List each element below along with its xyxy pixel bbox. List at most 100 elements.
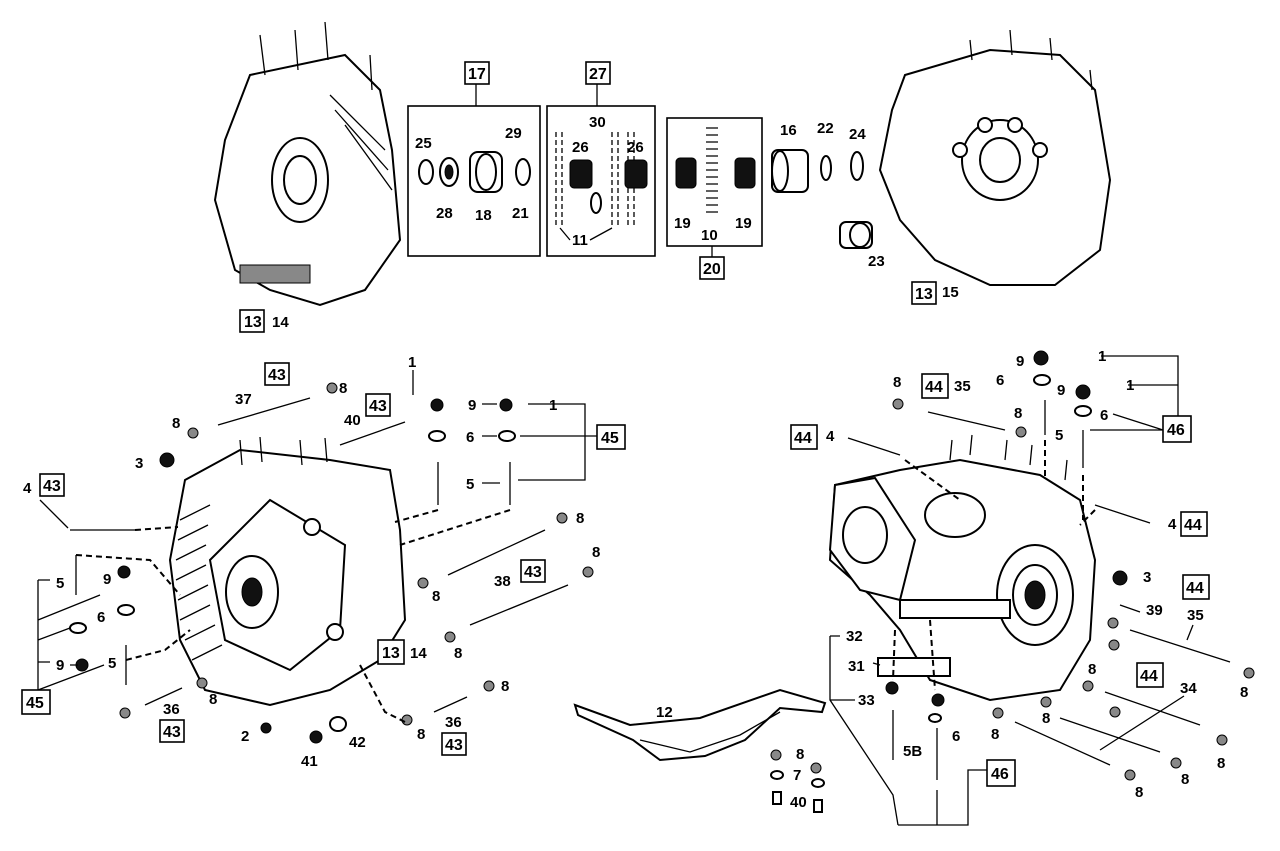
callout-8-right: 8 (893, 374, 901, 391)
callout-43-right: 43 (524, 564, 542, 581)
callout-8-right-4: 8 (1042, 710, 1050, 727)
callout-box-20: 20 (703, 261, 721, 278)
callout-8-c: 8 (592, 544, 600, 561)
callout-12: 12 (656, 704, 673, 721)
callout-22: 22 (817, 120, 834, 137)
callout-8-right-2: 8 (1014, 405, 1022, 422)
callout-box-46-bottom (986, 759, 1016, 787)
callout-28: 28 (436, 205, 453, 222)
callout-box-44-a (921, 373, 949, 399)
callout-4-right: 4 (826, 428, 835, 445)
callout-43-bottom-left: 43 (163, 724, 181, 741)
callout-18: 18 (475, 207, 492, 224)
callout-30: 30 (589, 114, 606, 131)
right-hardware (847, 350, 1255, 781)
callout-6-right-2: 6 (1100, 407, 1108, 424)
callout-16: 16 (780, 122, 797, 139)
crankcase-half-top-left (213, 21, 402, 307)
callout-33: 33 (858, 692, 875, 709)
callout-31: 31 (848, 658, 865, 675)
callout-1-left-b: 1 (549, 397, 557, 414)
callout-14-top: 14 (272, 314, 289, 331)
callout-9-l2: 9 (103, 571, 111, 588)
callout-7: 7 (793, 767, 801, 784)
callout-box-44-e (1136, 662, 1164, 688)
callout-5-left: 5 (466, 476, 474, 493)
callout-6-right-3: 6 (952, 728, 960, 745)
callout-42: 42 (349, 734, 366, 751)
callout-box-44-c (1180, 511, 1208, 537)
callout-5-l2: 5 (56, 575, 64, 592)
callout-box-44-d (1182, 574, 1210, 600)
callout-9-right-2: 9 (1057, 382, 1065, 399)
callout-9-left: 9 (468, 397, 476, 414)
callout-8-right-3: 8 (991, 726, 999, 743)
callout-9-right: 9 (1016, 353, 1024, 370)
callout-45-top: 45 (601, 430, 619, 447)
callout-8-right-8: 8 (1181, 771, 1189, 788)
callout-26-left: 26 (572, 139, 589, 156)
callout-13-top-left: 13 (244, 314, 262, 331)
callout-21: 21 (512, 205, 529, 222)
callout-box-45-top (596, 424, 626, 450)
callout-9-l3: 9 (56, 657, 64, 674)
crankcase-assembly-left (168, 436, 407, 707)
callout-2: 2 (241, 728, 249, 745)
callout-44-a: 44 (925, 379, 943, 396)
callout-box-43-left (39, 473, 65, 497)
callout-41: 41 (301, 753, 318, 770)
bearing-parts-16-22-24-23: 16 22 24 23 (771, 120, 885, 270)
callout-8-right-6: 8 (1240, 684, 1248, 701)
callout-box-45-bottom (21, 689, 51, 715)
callout-46-bottom: 46 (991, 766, 1009, 783)
callout-44-b: 44 (794, 430, 812, 447)
callout-8-f: 8 (209, 691, 217, 708)
callout-25: 25 (415, 135, 432, 152)
crankcase-assembly-right (828, 434, 1097, 702)
callout-43-mid: 43 (369, 398, 387, 415)
callout-8-right-7: 8 (1217, 755, 1225, 772)
callout-36-a: 36 (163, 701, 180, 718)
callout-box-44-b (790, 424, 818, 450)
callout-box-13-top-left (239, 309, 265, 333)
callout-23: 23 (868, 253, 885, 270)
callout-box-13-top-right (911, 281, 937, 305)
callout-8-a: 8 (172, 415, 180, 432)
callout-14-mid: 14 (410, 645, 427, 662)
callout-8-k: 8 (796, 746, 804, 763)
callout-43-bottom-right: 43 (445, 737, 463, 754)
callout-40-b: 40 (790, 794, 807, 811)
callout-8-right-9: 8 (1135, 784, 1143, 801)
callout-45-bottom: 45 (26, 695, 44, 712)
callout-36-b: 36 (445, 714, 462, 731)
callout-1-left: 1 (408, 354, 416, 371)
callout-5-right: 5 (1055, 427, 1063, 444)
callout-box-13-mid (377, 639, 405, 665)
callout-box-43-bottom-left (159, 719, 185, 743)
callout-19-left: 19 (674, 215, 691, 232)
callout-43-left: 43 (43, 478, 61, 495)
callout-6-l2: 6 (97, 609, 105, 626)
group-27: 27 30 26 26 11 (546, 61, 656, 257)
callout-34: 34 (1180, 680, 1197, 697)
callout-box-43-bottom-right (441, 732, 467, 756)
callout-3-right: 3 (1143, 569, 1151, 586)
callout-35-right: 35 (954, 378, 971, 395)
callout-10: 10 (701, 227, 718, 244)
group-17: 17 25 28 18 29 21 (407, 61, 541, 257)
callout-box-27: 27 (589, 66, 607, 83)
callout-8-h: 8 (417, 726, 425, 743)
callout-11: 11 (572, 232, 588, 249)
callout-8-e: 8 (454, 645, 462, 662)
callout-44-d: 44 (1186, 580, 1204, 597)
engine-mount-plate: 12 8 7 40 (573, 688, 827, 813)
callout-4-right-2: 4 (1168, 516, 1177, 533)
callout-15: 15 (942, 284, 959, 301)
callout-24: 24 (849, 126, 866, 143)
callout-box-46-top (1162, 415, 1192, 443)
callout-8-g: 8 (501, 678, 509, 695)
callout-43-top: 43 (268, 367, 286, 384)
callout-19-right: 19 (735, 215, 752, 232)
callout-32: 32 (846, 628, 863, 645)
